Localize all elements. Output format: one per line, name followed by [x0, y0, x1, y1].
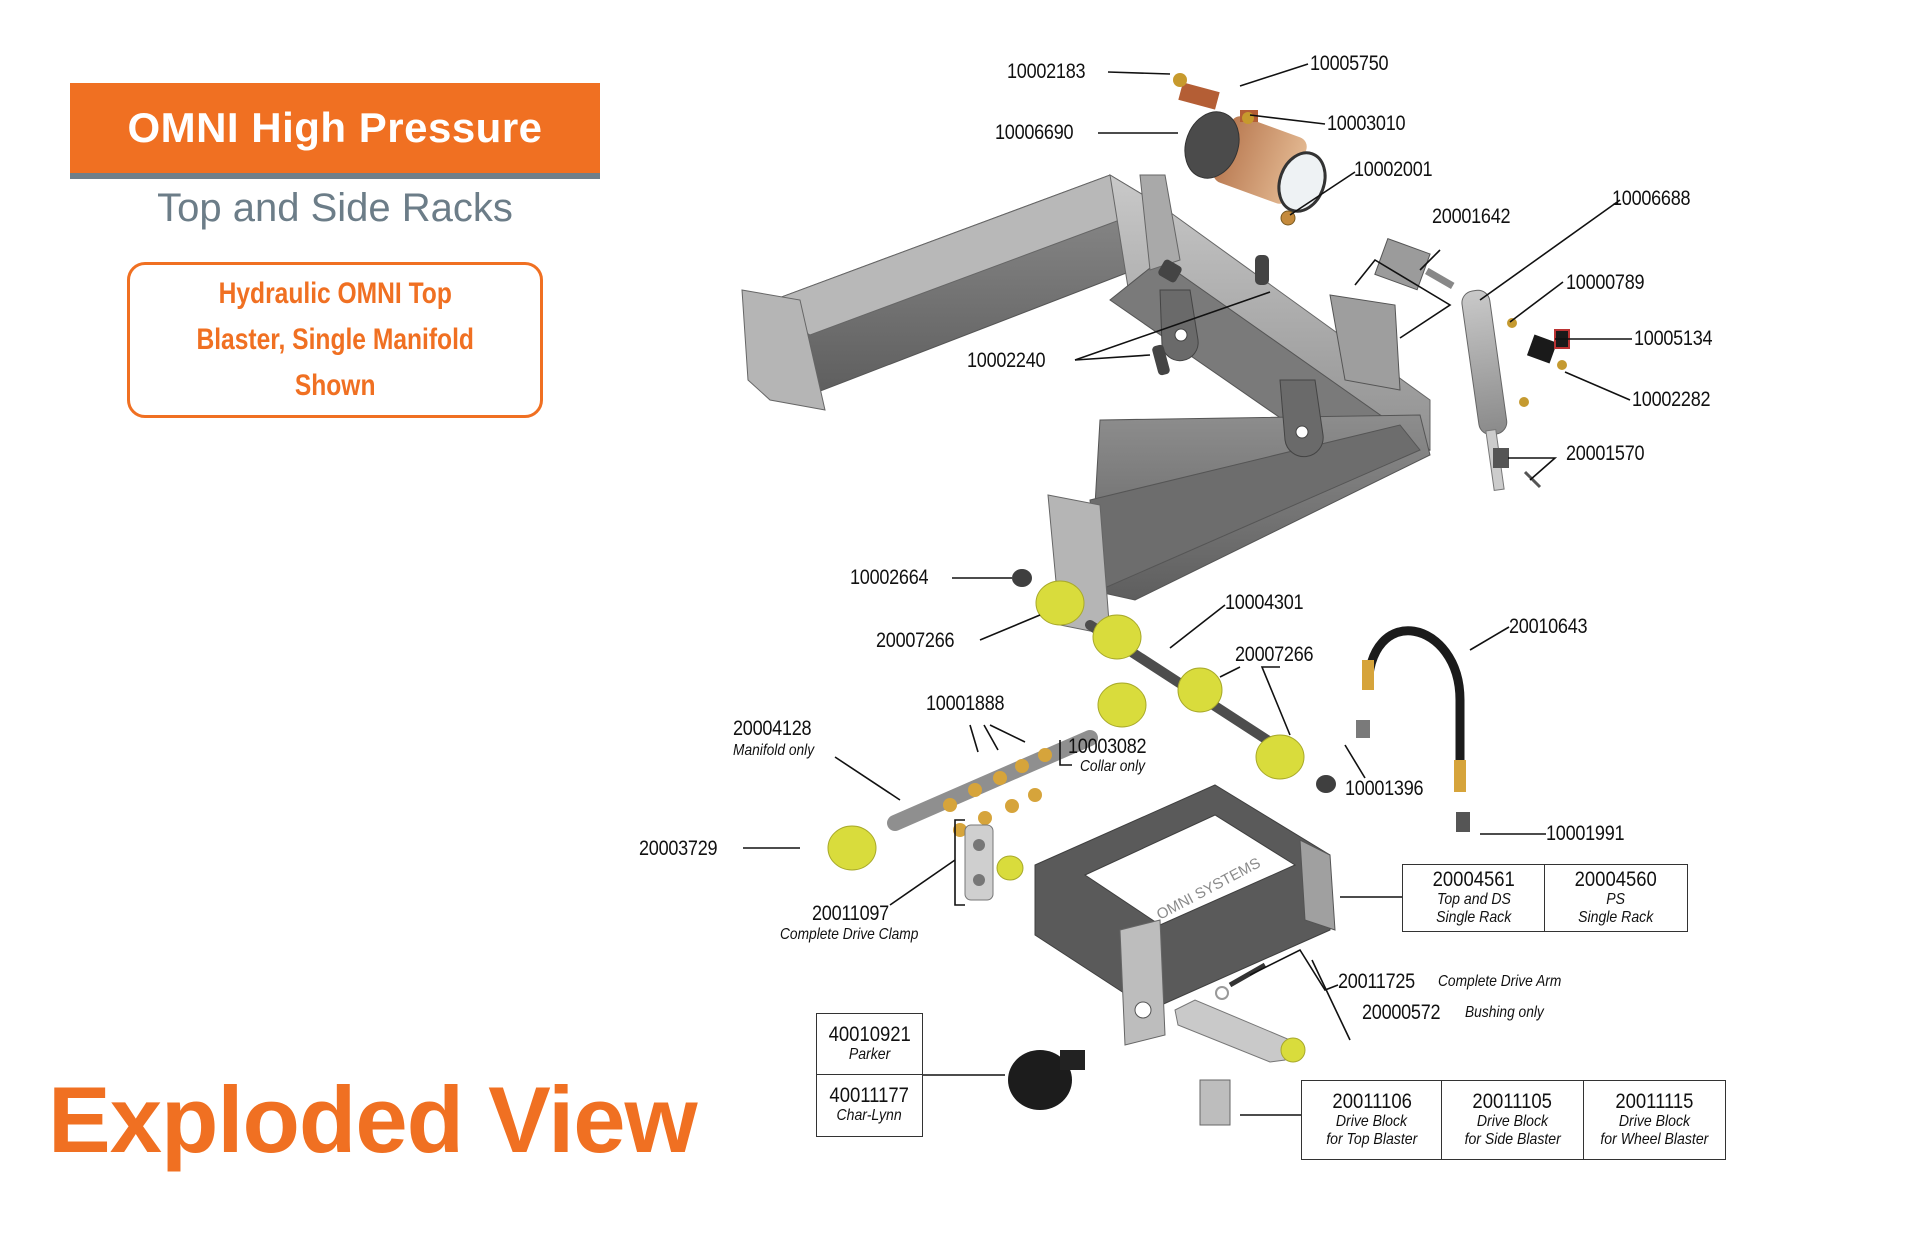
rack-part-cell: 20004561 Top and DS Single Rack	[1403, 865, 1544, 931]
part-callout: 10002240	[967, 349, 1046, 372]
part-callout-note: Complete Drive Clamp	[780, 926, 919, 943]
part-number: 20011106	[1331, 1090, 1412, 1113]
part-callout: 20011097	[812, 902, 889, 925]
part-number: 20011115	[1615, 1090, 1694, 1113]
note-line: Hydraulic OMNI Top	[218, 277, 452, 310]
part-callout: 10001396	[1345, 777, 1424, 800]
configuration-note-box: Hydraulic OMNI Top Blaster, Single Manif…	[127, 262, 543, 418]
part-description: Single Rack	[1435, 909, 1512, 926]
part-callout: 10005750	[1310, 52, 1389, 75]
filter-assembly	[1173, 73, 1327, 226]
part-callout-note: Collar only	[1080, 758, 1146, 775]
part-number: 20004560	[1574, 868, 1657, 891]
part-number: 20011105	[1472, 1090, 1553, 1113]
part-callout: 20007266	[1235, 643, 1314, 666]
part-description: Drive Block	[1618, 1113, 1690, 1130]
rack-part-table: 20004561 Top and DS Single Rack 20004560…	[1402, 864, 1688, 932]
drive-arm	[1174, 962, 1306, 1126]
rack-part-cell: 20004560 PS Single Rack	[1544, 865, 1686, 931]
title-banner: OMNI High Pressure	[70, 83, 600, 179]
top-rack-frame	[741, 174, 1431, 636]
hydraulic-hose	[1356, 626, 1470, 832]
part-description: Top and DS	[1436, 891, 1511, 908]
leader-lines	[743, 63, 1632, 1116]
part-callout-note: Complete Drive Arm	[1438, 973, 1562, 990]
note-line: Blaster, Single Manifold	[196, 323, 474, 356]
part-description: for Side Blaster	[1464, 1131, 1561, 1148]
part-callout: 10001888	[926, 692, 1005, 715]
part-callout: 10006688	[1612, 187, 1691, 210]
exploded-view-heading: Exploded View	[48, 1067, 698, 1172]
part-callout-note: Manifold only	[733, 742, 815, 759]
part-number: 20004561	[1432, 868, 1515, 891]
part-callout: 20001570	[1566, 442, 1645, 465]
part-callout: 10002282	[1632, 388, 1711, 411]
drive-block-cell: 20011106 Drive Block for Top Blaster	[1302, 1081, 1441, 1159]
part-callout: 20003729	[639, 837, 718, 860]
drive-clamp	[964, 824, 994, 901]
manifold	[887, 730, 1098, 837]
part-callout: 10005134	[1634, 327, 1713, 350]
part-callout: 10002664	[850, 566, 929, 589]
drive-block-cell: 20011105 Drive Block for Side Blaster	[1441, 1081, 1582, 1159]
page-subtitle: Top and Side Racks	[157, 186, 513, 230]
part-callout: 20001642	[1432, 205, 1511, 228]
motor-part-table: 40010921 Parker 40011177 Char-Lynn	[816, 1013, 923, 1137]
part-callout: 10002183	[1007, 60, 1086, 83]
drive-frame: OMNI SYSTEMS	[1034, 784, 1336, 1046]
part-callout: 10006690	[995, 121, 1074, 144]
part-callout: 20010643	[1509, 615, 1588, 638]
part-callout: 10001991	[1546, 822, 1625, 845]
part-callout: 10003082	[1068, 735, 1147, 758]
part-callout: 20000572	[1362, 1001, 1441, 1024]
drive-block-cell: 20011115 Drive Block for Wheel Blaster	[1582, 1081, 1725, 1159]
part-callout: 10004301	[1225, 591, 1304, 614]
part-description: Drive Block	[1336, 1113, 1408, 1130]
part-description: Single Rack	[1577, 909, 1654, 926]
part-callout: 20007266	[876, 629, 955, 652]
motor-part-cell: 40010921 Parker	[817, 1014, 922, 1074]
shaft-and-collars	[827, 569, 1336, 881]
part-callout: 20004128	[733, 717, 812, 740]
part-description: for Top Blaster	[1326, 1131, 1418, 1148]
hydraulic-motor	[1008, 1050, 1085, 1110]
part-callout: 10000789	[1566, 271, 1645, 294]
part-description: Parker	[848, 1046, 891, 1063]
note-line: Shown	[294, 369, 376, 402]
part-number: 40011177	[829, 1084, 910, 1107]
knob-parts	[1152, 255, 1269, 376]
drive-block-part-table: 20011106 Drive Block for Top Blaster 200…	[1301, 1080, 1726, 1160]
part-description: Drive Block	[1476, 1113, 1549, 1130]
part-description: PS	[1606, 891, 1625, 908]
page-title: OMNI High Pressure	[127, 104, 543, 151]
part-number: 40010921	[828, 1023, 911, 1046]
motor-part-cell: 40011177 Char-Lynn	[817, 1074, 922, 1135]
part-callout-note: Bushing only	[1465, 1004, 1544, 1021]
part-callout: 20011725	[1338, 970, 1415, 993]
part-description: Char-Lynn	[836, 1107, 903, 1124]
part-description: for Wheel Blaster	[1600, 1131, 1709, 1148]
part-callout: 10002001	[1354, 158, 1433, 181]
part-callout: 10003010	[1327, 112, 1406, 135]
